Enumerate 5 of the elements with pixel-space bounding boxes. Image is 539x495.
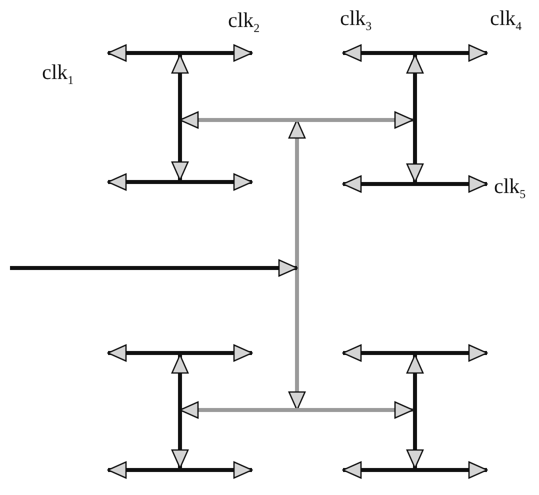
clock-label: clk$_{5}$ (494, 176, 526, 200)
clock-label: clk$_{3}$ (340, 8, 372, 32)
clock-label: clk$_{2}$ (228, 10, 260, 34)
clock-label: clk$_{4}$ (490, 8, 522, 32)
clock-label: clk$_{1}$ (42, 62, 74, 86)
